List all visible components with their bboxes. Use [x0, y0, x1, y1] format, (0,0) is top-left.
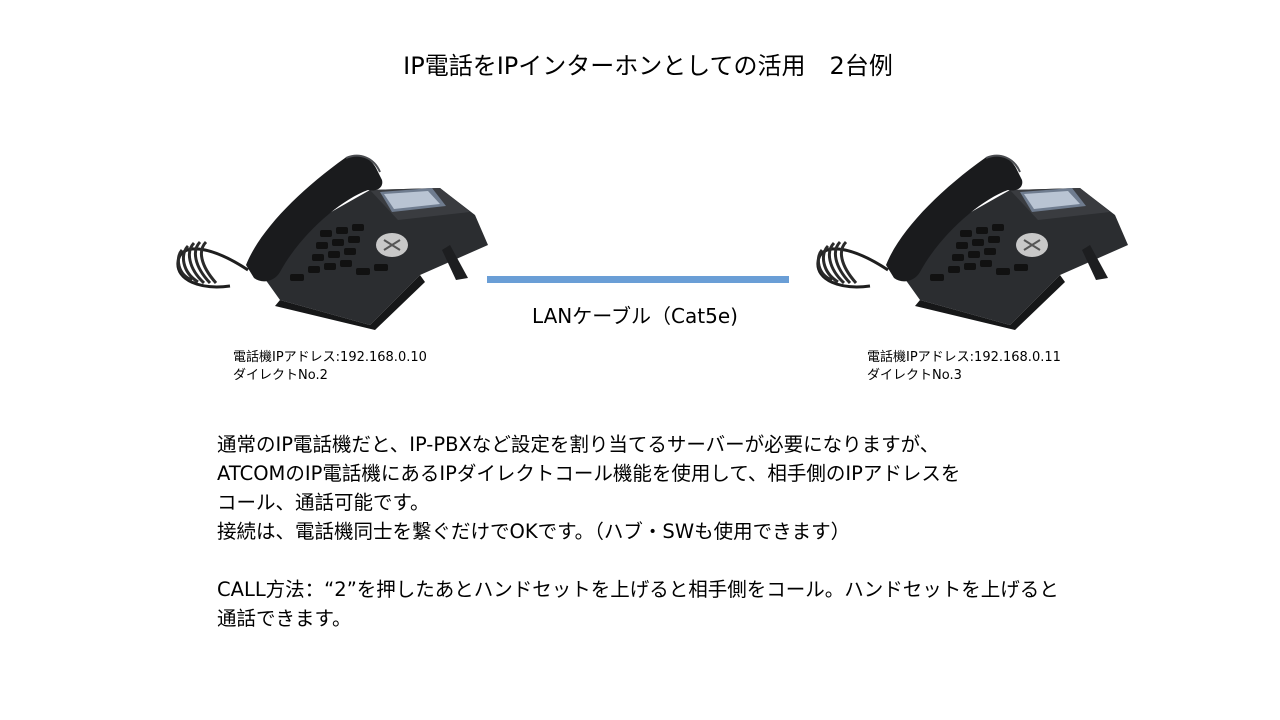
call-method-line: CALL方法：“2”を押したあとハンドセットを上げると相手側をコール。ハンドセッ…	[217, 578, 1059, 601]
description-line: コール、通話可能です。	[217, 491, 430, 514]
phone-right-direct-number: ダイレクトNo.3	[867, 368, 962, 383]
phone-handset	[886, 154, 1023, 282]
phone-body	[890, 188, 1128, 330]
phone-cord	[816, 240, 889, 289]
ip-phone-right-image	[816, 154, 1128, 330]
lan-cable-line	[487, 276, 789, 283]
description-line: 通常のIP電話機だと、IP-PBXなど設定を割り当てるサーバーが必要になりますが…	[217, 433, 940, 456]
phone-cord	[176, 240, 249, 289]
phone-left-direct-number: ダイレクトNo.2	[233, 368, 328, 383]
phone-right-ip-address: 電話機IPアドレス:192.168.0.11	[867, 350, 1061, 365]
phone-left-info: 電話機IPアドレス:192.168.0.10 ダイレクトNo.2	[233, 349, 427, 385]
phone-keypad	[930, 224, 1028, 281]
description-spacer	[217, 546, 1059, 575]
phone-nav-key	[1016, 233, 1048, 257]
phone-handset	[246, 154, 383, 282]
slide-title: IP電話をIPインターホンとしての活用 2台例	[403, 52, 893, 80]
phone-body	[250, 188, 488, 330]
lan-cable-label: LANケーブル（Cat5e)	[532, 304, 738, 328]
description-block: 通常のIP電話機だと、IP-PBXなど設定を割り当てるサーバーが必要になりますが…	[217, 430, 1059, 633]
description-line: ATCOMのIP電話機にあるIPダイレクトコール機能を使用して、相手側のIPアド…	[217, 462, 961, 485]
phone-keypad	[290, 224, 388, 281]
phone-left-ip-address: 電話機IPアドレス:192.168.0.10	[233, 350, 427, 365]
phone-nav-key	[376, 233, 408, 257]
phone-right-info: 電話機IPアドレス:192.168.0.11 ダイレクトNo.3	[867, 349, 1061, 385]
call-method-line: 通話できます。	[217, 607, 352, 630]
ip-phone-left-image	[176, 154, 488, 330]
description-line: 接続は、電話機同士を繋ぐだけでOKです。（ハブ・SWも使用できます）	[217, 520, 851, 543]
